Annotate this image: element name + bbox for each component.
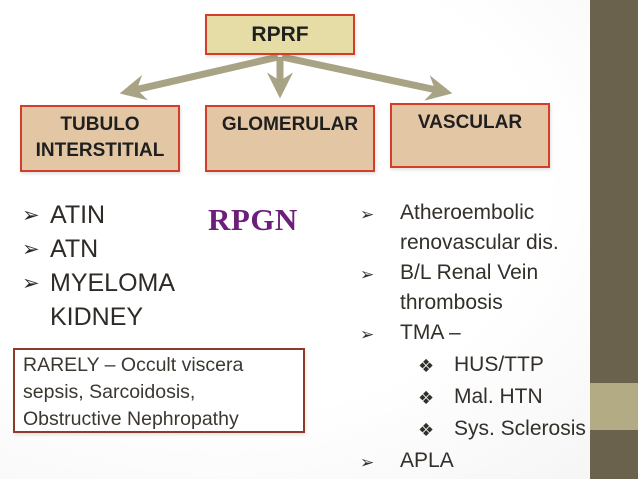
category-box-vascular: VASCULAR [390, 103, 550, 168]
arrowhead-bullet-icon: ➢ [360, 453, 375, 473]
root-box-rprf: RPRF [205, 14, 355, 55]
arrowhead-bullet-icon: ➢ [360, 265, 375, 285]
list-item-text: APLA [400, 449, 454, 472]
diamond-bullet-icon: ❖ [418, 388, 435, 409]
list-item: ➢ APLA [360, 446, 595, 478]
arrowhead-bullet-icon: ➢ [360, 205, 375, 225]
sub-list-item: ❖ Mal. HTN [418, 382, 595, 414]
list-item-text: ATN [50, 235, 99, 263]
sub-list-item: ❖ HUS/TTP [418, 350, 595, 382]
diamond-bullet-icon: ❖ [418, 356, 435, 377]
list-item-text: ATIN [50, 201, 106, 229]
list-item-text: TMA – [400, 321, 461, 344]
slide-theme-sidebar-accent-band [590, 383, 638, 430]
category-box-label: TUBULO INTERSTITIAL [35, 114, 165, 161]
root-box-label: RPRF [251, 23, 309, 46]
slide-theme-sidebar [590, 0, 638, 479]
arrow-to-tubulo [119, 53, 279, 101]
list-item-text: Atheroembolic renovascular dis. [400, 201, 559, 254]
list-item: ➢ TMA – [360, 318, 595, 350]
category-box-glomerular: GLOMERULAR [205, 105, 375, 172]
list-item-text: B/L Renal Vein thrombosis [400, 261, 539, 314]
glomerular-cause-label-rpgn: RPGN [208, 202, 298, 237]
list-item: ➢ Atheroembolic renovascular dis. [360, 198, 595, 258]
diamond-bullet-icon: ❖ [418, 420, 435, 441]
arrowhead-bullet-icon: ➢ [22, 203, 40, 227]
category-box-label: VASCULAR [417, 112, 523, 133]
rarely-note-text: RARELY – Occult viscera sepsis, Sarcoido… [23, 354, 244, 430]
sub-list-item: ❖ Sys. Sclerosis [418, 414, 595, 446]
list-item: ➢ MYELOMA KIDNEY [22, 266, 204, 334]
vascular-causes-list: ➢ Atheroembolic renovascular dis. ➢ B/L … [360, 198, 595, 478]
list-item-text: Mal. HTN [454, 385, 543, 408]
arrowhead-bullet-icon: ➢ [22, 237, 40, 261]
list-item-text: HUS/TTP [454, 353, 544, 376]
list-item: ➢ ATN [22, 232, 204, 266]
arrowhead-bullet-icon: ➢ [360, 325, 375, 345]
list-item-text: Sys. Sclerosis [454, 417, 586, 440]
category-box-tubulo-interstitial: TUBULO INTERSTITIAL [20, 105, 180, 172]
arrowhead-bullet-icon: ➢ [22, 271, 40, 295]
list-item: ➢ ATIN [22, 198, 204, 232]
list-item-text: MYELOMA KIDNEY [50, 269, 174, 331]
arrow-to-vascular [281, 53, 453, 101]
category-box-label: GLOMERULAR [221, 114, 359, 135]
tubulo-causes-list: ➢ ATIN ➢ ATN ➢ MYELOMA KIDNEY [22, 198, 204, 334]
rarely-note-box: RARELY – Occult viscera sepsis, Sarcoido… [13, 348, 305, 433]
list-item: ➢ B/L Renal Vein thrombosis [360, 258, 595, 318]
